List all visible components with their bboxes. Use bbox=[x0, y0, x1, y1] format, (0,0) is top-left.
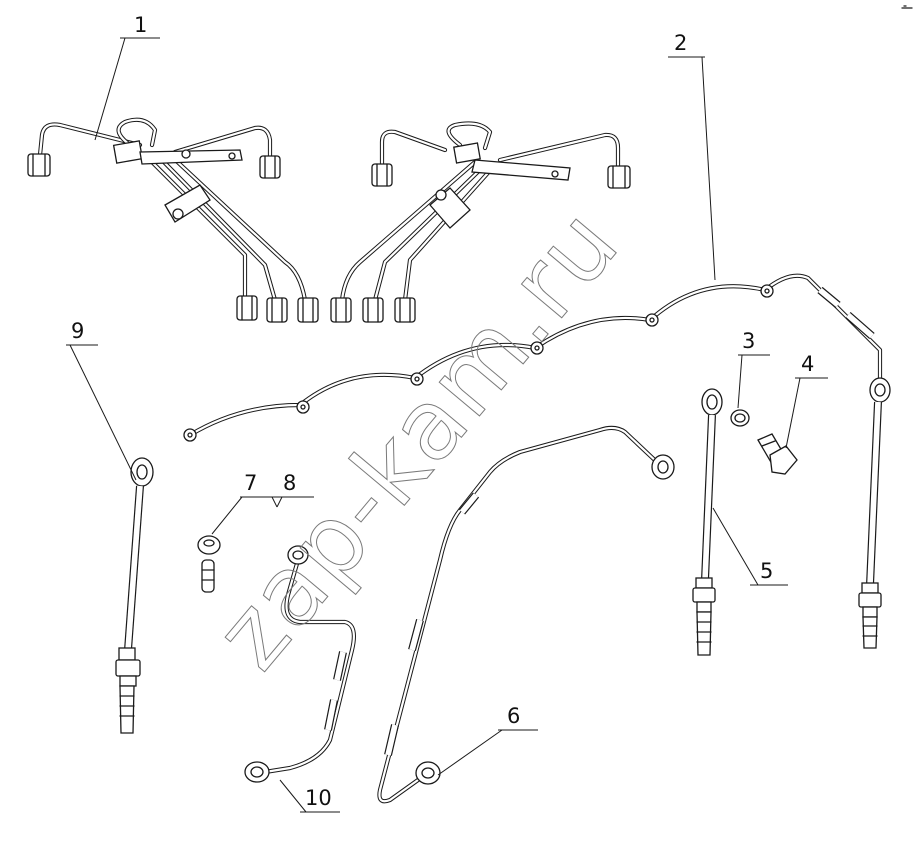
callout-4: 4 bbox=[785, 352, 828, 449]
part-6-long-pipe bbox=[377, 425, 675, 804]
part-8-connector bbox=[201, 559, 215, 593]
callout-label-4: 4 bbox=[801, 352, 814, 376]
part-5-flexible-hoses bbox=[692, 388, 882, 656]
callout-label-1: 1 bbox=[134, 13, 147, 37]
callout-label-5: 5 bbox=[760, 559, 773, 583]
part-4-banjo-bolt bbox=[757, 433, 798, 475]
callout-label-2: 2 bbox=[674, 31, 687, 55]
part-7-nut bbox=[197, 535, 221, 555]
corner-mark bbox=[901, 5, 913, 9]
right-injection-pipes bbox=[330, 121, 631, 323]
callout-3: 3 bbox=[737, 329, 770, 409]
part-2-return-line bbox=[183, 273, 891, 442]
callout-1: 1 bbox=[94, 13, 160, 141]
part-1-left-injection-pipes bbox=[27, 117, 319, 323]
callout-label-7: 7 bbox=[244, 471, 257, 495]
callout-7-8: 7 8 bbox=[211, 471, 314, 535]
callout-10: 10 bbox=[279, 779, 340, 813]
callout-6: 6 bbox=[437, 704, 538, 776]
callout-label-6: 6 bbox=[507, 704, 520, 728]
callout-2: 2 bbox=[668, 31, 716, 281]
callout-5: 5 bbox=[712, 507, 788, 586]
part-10-bent-pipe bbox=[244, 545, 356, 783]
callout-label-10: 10 bbox=[305, 786, 332, 810]
callout-label-3: 3 bbox=[742, 329, 755, 353]
callout-9: 9 bbox=[66, 319, 137, 481]
part-9-flexible-hose bbox=[115, 457, 154, 734]
callout-label-8: 8 bbox=[283, 471, 296, 495]
part-3-washer bbox=[730, 409, 750, 427]
callout-label-9: 9 bbox=[71, 319, 84, 343]
